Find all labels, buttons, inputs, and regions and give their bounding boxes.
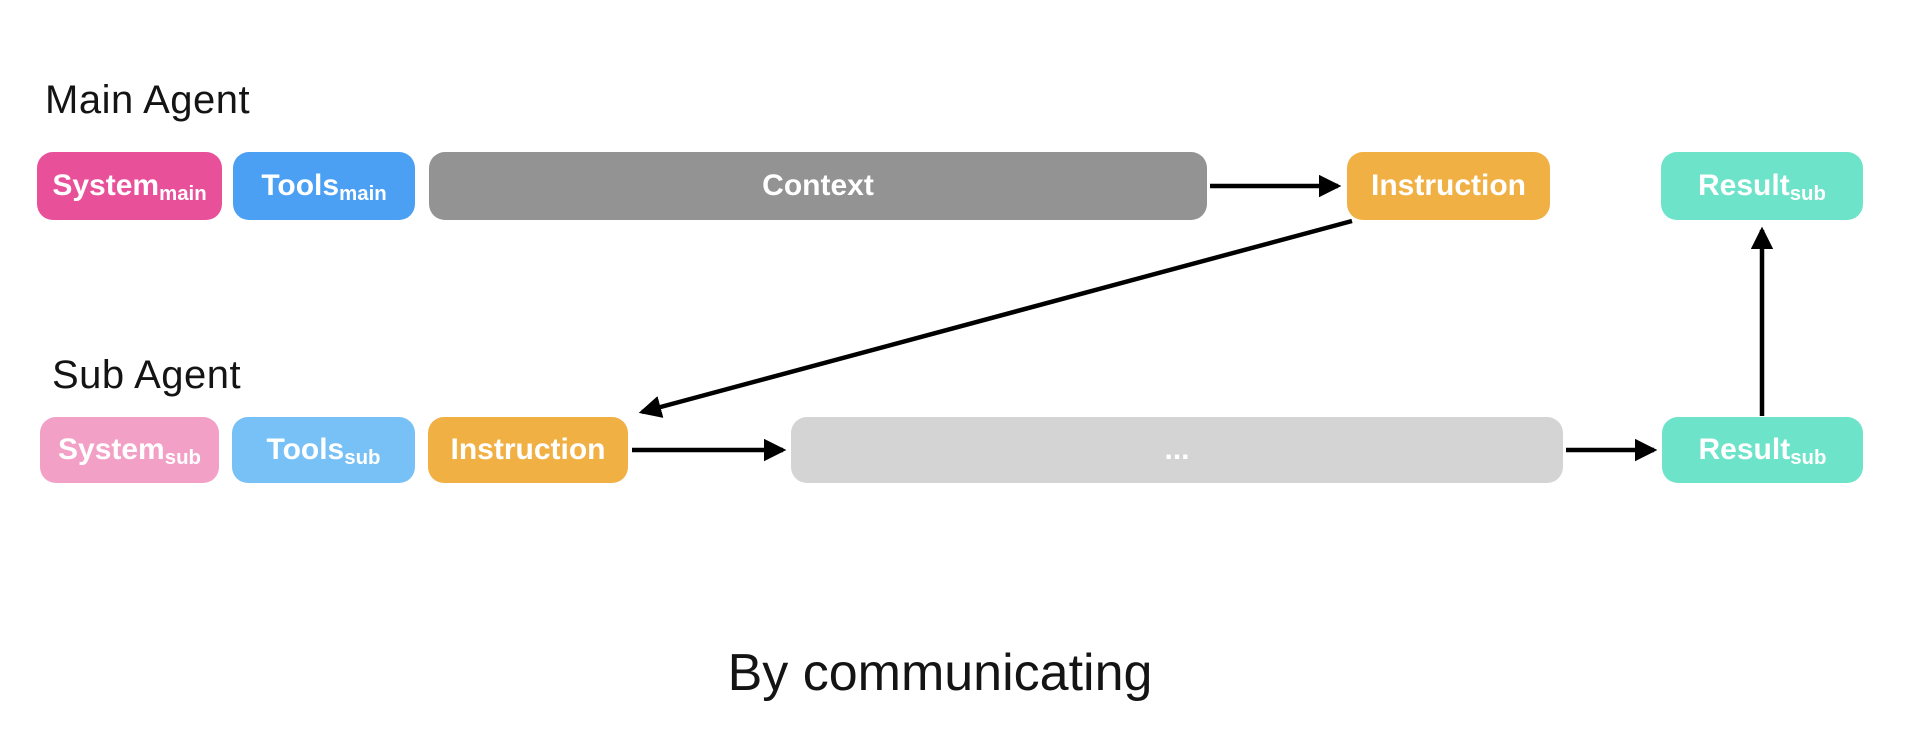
- box-context: Context: [429, 152, 1207, 220]
- box-system-main: Systemmain: [37, 152, 222, 220]
- subscript-sub: sub: [164, 447, 201, 470]
- sub-agent-label: Sub Agent: [52, 353, 242, 397]
- box-tools-sub: Toolssub: [232, 417, 415, 483]
- box-instruction-main-label: Instruction: [1371, 169, 1526, 202]
- box-result-sub-row: Resultsub: [1662, 417, 1863, 483]
- box-system-sub-label: Systemsub: [58, 433, 201, 470]
- box-instruction-main: Instruction: [1347, 152, 1550, 220]
- box-result-main-row: Resultsub: [1661, 152, 1863, 220]
- box-ellipsis: ...: [791, 417, 1563, 483]
- slide-caption: By communicating: [727, 644, 1153, 702]
- box-tools-main: Toolsmain: [233, 152, 415, 220]
- box-ellipsis-label: ...: [1164, 433, 1190, 466]
- box-result-sub-row-label: Resultsub: [1698, 433, 1827, 470]
- arrow-instruction-main-to-instruction-sub: [638, 218, 1353, 418]
- subscript-sub: sub: [1789, 183, 1826, 206]
- box-result-main-row-label: Resultsub: [1698, 169, 1826, 206]
- box-tools-sub-label: Toolssub: [266, 433, 381, 470]
- main-agent-label: Main Agent: [45, 78, 251, 122]
- box-system-sub: Systemsub: [40, 417, 219, 483]
- box-system-main-label: Systemmain: [52, 169, 207, 206]
- subscript-sub: sub: [344, 447, 381, 470]
- subscript-main: main: [159, 183, 207, 206]
- subscript-sub: sub: [1790, 447, 1827, 470]
- box-tools-main-label: Toolsmain: [261, 169, 387, 206]
- box-context-label: Context: [762, 169, 874, 202]
- box-instruction-sub: Instruction: [428, 417, 628, 483]
- box-instruction-sub-label: Instruction: [450, 433, 606, 466]
- subscript-main: main: [339, 183, 387, 206]
